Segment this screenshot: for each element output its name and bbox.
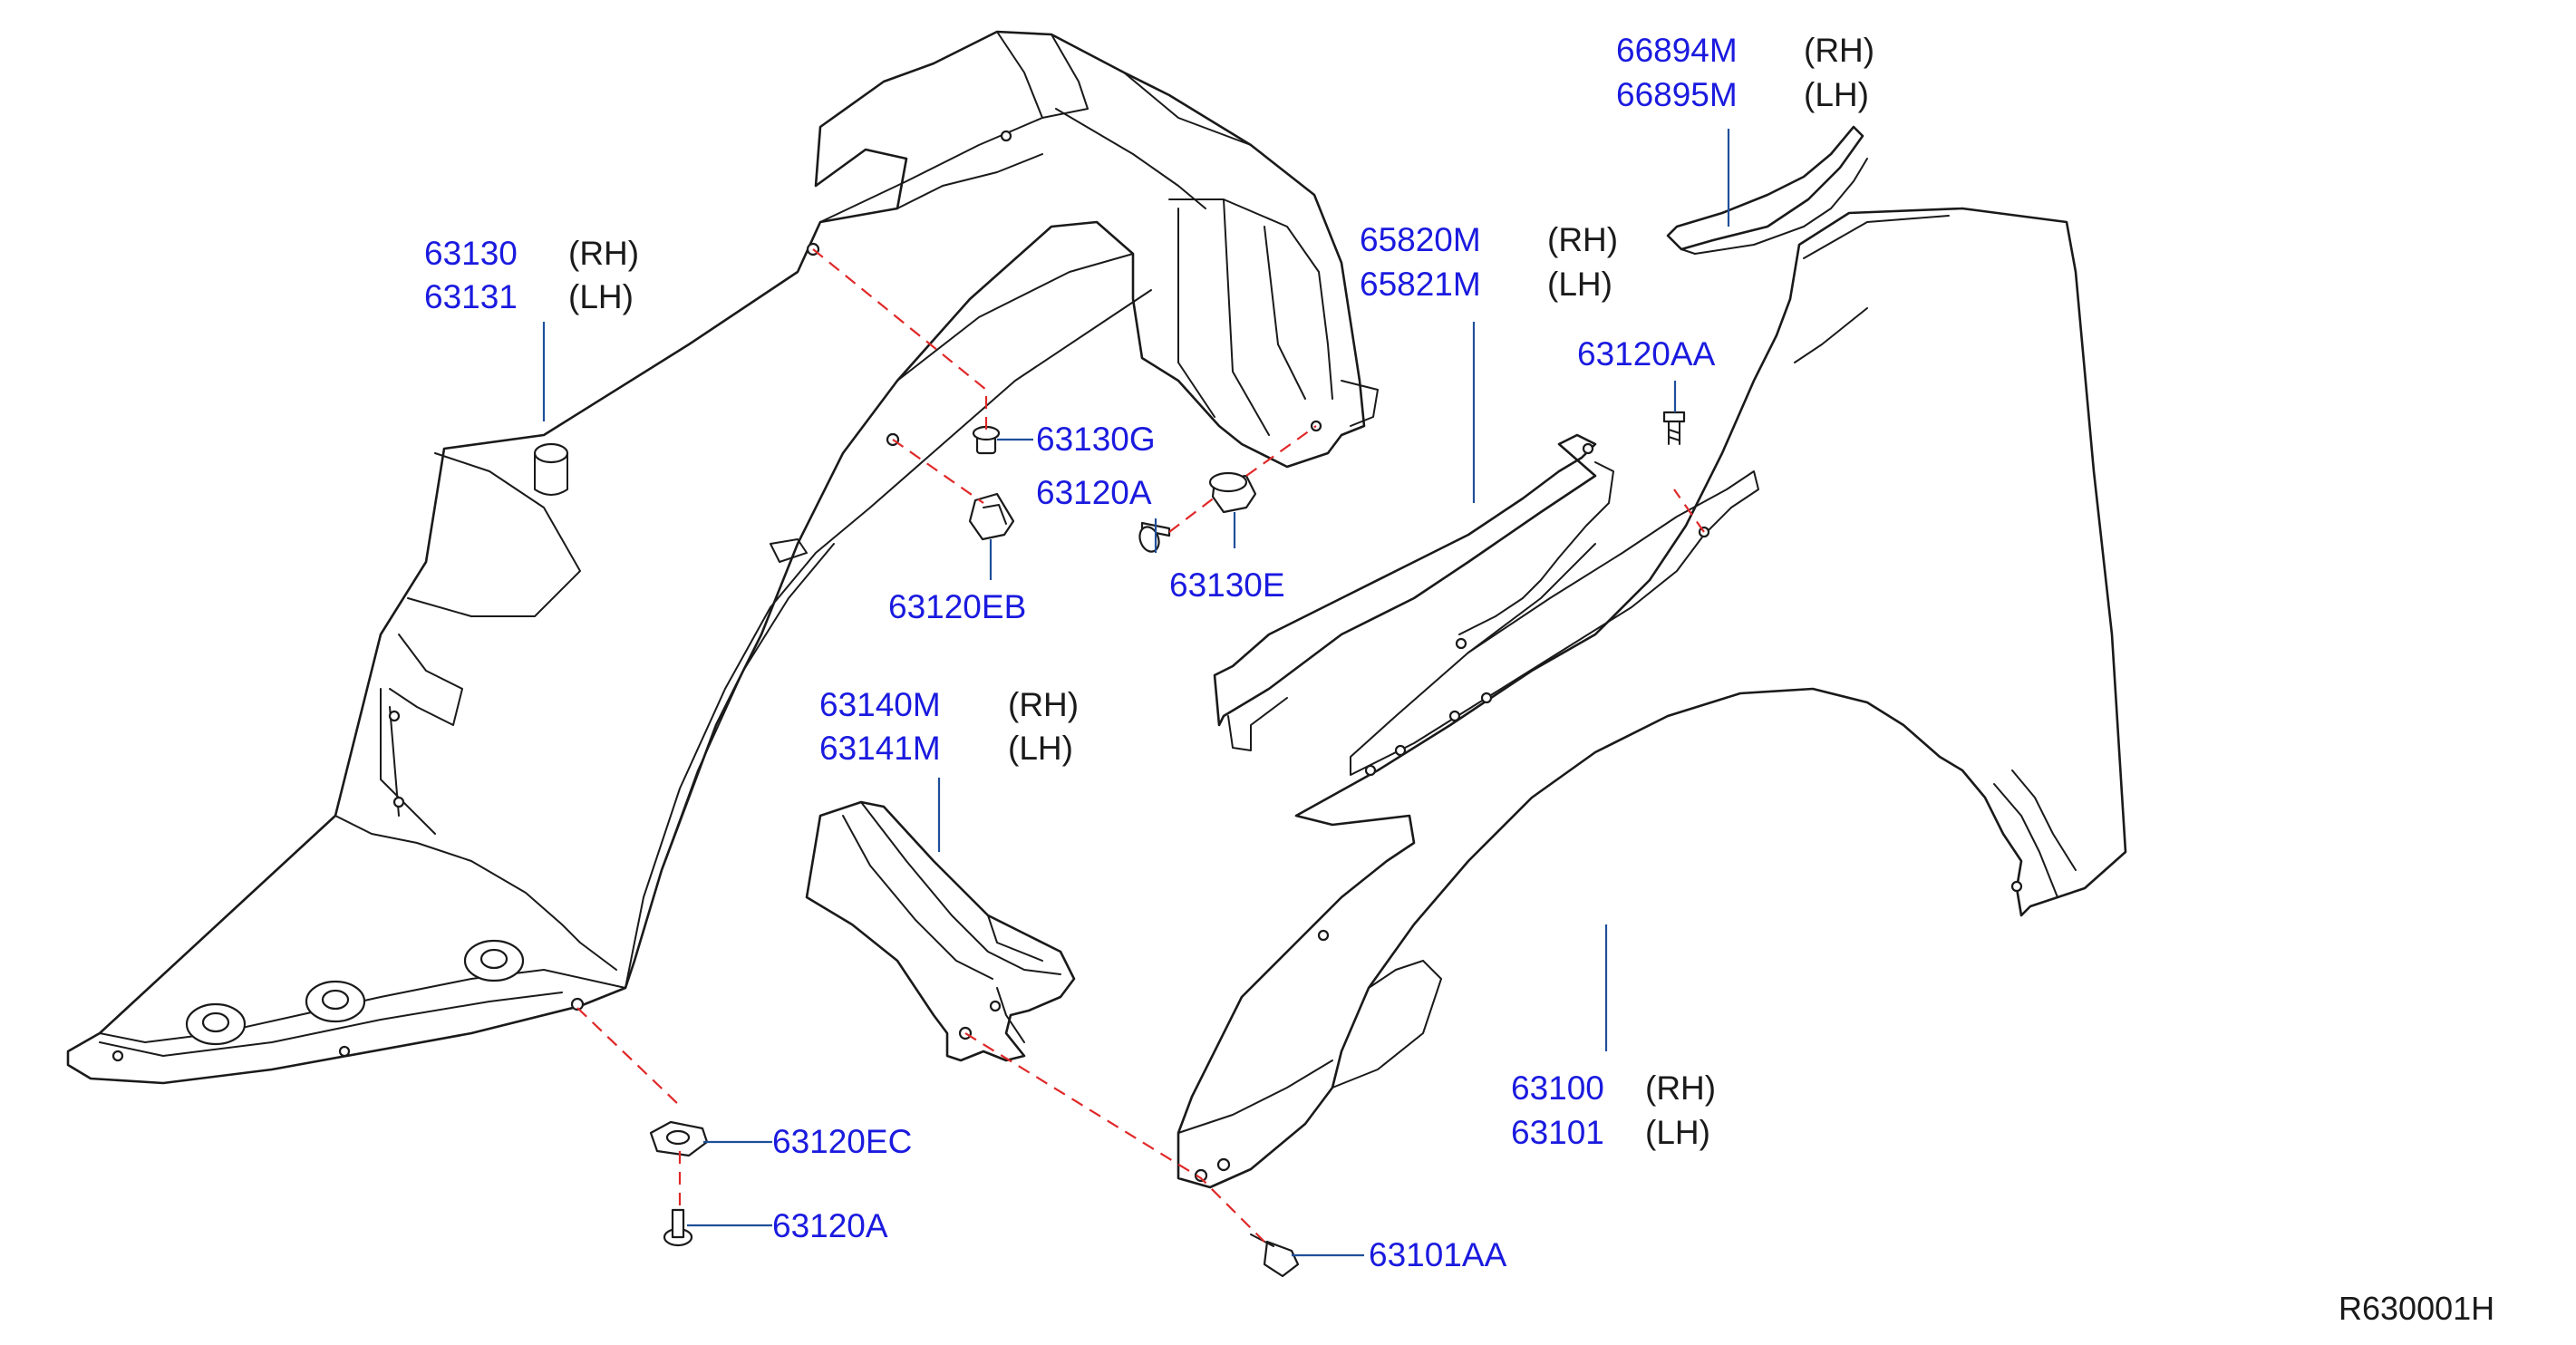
side-indicator: (LH)	[1645, 1114, 1710, 1151]
side-indicator: (RH)	[568, 235, 639, 272]
fastener-bolt-aa-lower	[1250, 1234, 1300, 1278]
part-number: 65820M	[1360, 221, 1481, 258]
part-number: 63120A	[772, 1207, 888, 1244]
fastener-screw-a-upper	[1138, 521, 1171, 553]
part-number: 63130	[424, 235, 518, 272]
part-number: 63120EC	[772, 1123, 912, 1160]
part-number: 63130G	[1036, 421, 1156, 458]
side-indicator: (LH)	[1547, 266, 1612, 303]
part-number: 66895M	[1616, 76, 1738, 113]
part-number: 63100	[1511, 1069, 1604, 1107]
part-number: 63120EB	[888, 588, 1026, 625]
side-indicator: (LH)	[1804, 76, 1869, 113]
fastener-screw-a-lower	[663, 1208, 693, 1247]
fastener-clip-ec	[649, 1120, 709, 1157]
side-indicator: (RH)	[1645, 1069, 1716, 1107]
leader-lines	[542, 129, 1730, 1257]
side-indicator: (RH)	[1804, 32, 1874, 69]
seal-drawing	[1666, 125, 1868, 255]
fastener-paths	[576, 248, 1705, 1243]
fender-bracket-drawing	[1213, 433, 1614, 751]
part-number: 63101AA	[1369, 1236, 1507, 1273]
part-number: 63101	[1511, 1114, 1604, 1151]
part-number: 65821M	[1360, 266, 1481, 303]
side-indicator: (LH)	[1008, 730, 1073, 767]
side-indicator: (RH)	[1547, 221, 1618, 258]
part-number: 63120AA	[1577, 335, 1716, 373]
fastener-bolt-aa-upper	[1662, 411, 1686, 445]
side-indicator: (RH)	[1008, 686, 1079, 723]
part-number: 63140M	[819, 686, 941, 723]
fastener-clip-eb	[968, 492, 1015, 541]
callout-labels: 63130 (RH) 63131 (LH) 63130G 63120A 6313…	[424, 32, 2494, 1327]
part-number: 63131	[424, 278, 518, 315]
front-fender-drawing	[1177, 207, 2127, 1189]
reference-code: R630001H	[2339, 1290, 2494, 1327]
part-number: 66894M	[1616, 32, 1738, 69]
part-number: 63120A	[1036, 474, 1152, 511]
part-number: 63141M	[819, 730, 941, 767]
fastener-clip-e	[1208, 471, 1257, 514]
fastener-clip-g	[972, 425, 1001, 455]
fender-liner-drawing	[66, 30, 1379, 1085]
part-number: 63130E	[1169, 566, 1285, 604]
side-indicator: (LH)	[568, 278, 634, 315]
cover-drawing	[805, 800, 1076, 1062]
